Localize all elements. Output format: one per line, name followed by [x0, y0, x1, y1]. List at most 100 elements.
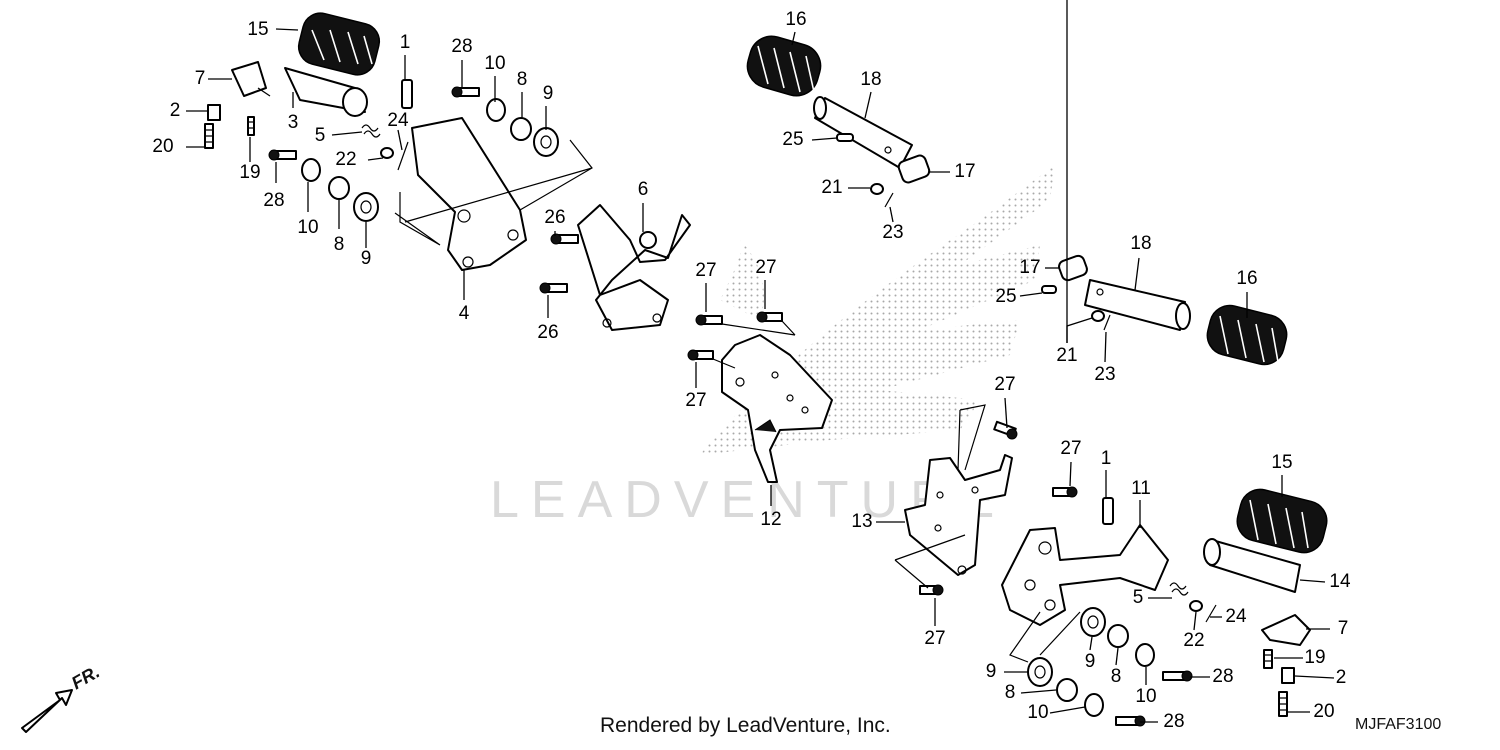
- callout-8: 8: [517, 69, 528, 90]
- callout-2: 2: [1336, 667, 1347, 688]
- bolt-27c: [687, 349, 714, 361]
- left-cap-10b: [301, 158, 321, 182]
- washer-8d: [1056, 678, 1078, 702]
- callout-9: 9: [361, 248, 372, 269]
- callout-10: 10: [1027, 702, 1048, 723]
- bolt-26a: [550, 233, 579, 245]
- pin-23b: [1103, 314, 1111, 331]
- callout-5: 5: [315, 125, 326, 146]
- leader-lines: [186, 0, 1335, 723]
- left-washer-8a: [510, 117, 532, 141]
- callout-22: 22: [1183, 630, 1204, 651]
- callout-11: 11: [1131, 478, 1151, 499]
- left-bolt-28b: [268, 149, 297, 161]
- callout-labels: 15 1 28 10 8 9 7 2 3 20 5 24 22 19 28 10…: [152, 9, 1351, 732]
- bracket-6: [577, 204, 691, 331]
- callout-27: 27: [685, 390, 706, 411]
- collar-2b: [1281, 667, 1295, 684]
- render-credit: Rendered by LeadVenture, Inc.: [600, 714, 891, 737]
- callout-2: 2: [170, 100, 181, 121]
- pin-1b: [1102, 497, 1114, 525]
- pin-25a: [836, 133, 854, 142]
- left-bolt-19: [247, 116, 255, 136]
- footpeg-rubber-16a: [746, 35, 822, 97]
- washer-8c: [1107, 624, 1129, 648]
- bushing-9d: [1027, 657, 1053, 687]
- pin-24b: [1205, 604, 1217, 623]
- bolt-20b: [1278, 691, 1288, 717]
- callout-16: 16: [1236, 268, 1257, 289]
- callout-24: 24: [1225, 606, 1247, 627]
- callout-8: 8: [1111, 666, 1122, 687]
- left-footpeg: [284, 67, 368, 117]
- callout-21: 21: [821, 177, 842, 198]
- bracket-12: [721, 334, 833, 483]
- footpeg-rubber-16b: [1206, 304, 1288, 366]
- pin-23a: [884, 192, 894, 208]
- left-pin-24: [397, 141, 409, 171]
- bolt-28d: [1115, 715, 1146, 727]
- bolt-19b: [1263, 649, 1273, 669]
- callout-7: 7: [195, 68, 206, 89]
- left-bolt-20: [204, 123, 214, 149]
- footpeg-18b: [1084, 279, 1191, 331]
- lower-assembly-lines: [1009, 611, 1081, 663]
- callout-10: 10: [484, 53, 505, 74]
- callout-3: 3: [288, 112, 299, 133]
- spring-5b: [1169, 582, 1189, 596]
- left-step-holder-4: [411, 117, 527, 271]
- bushing-9c: [1080, 607, 1106, 637]
- callout-28: 28: [1212, 666, 1233, 687]
- left-footpeg-plate: [231, 61, 271, 97]
- callout-27: 27: [994, 374, 1015, 395]
- callout-9: 9: [1085, 651, 1096, 672]
- callout-28: 28: [1163, 711, 1184, 732]
- washer-21b: [1091, 310, 1105, 322]
- pin-25b: [1041, 285, 1057, 294]
- callout-22: 22: [335, 149, 356, 170]
- callout-24: 24: [387, 110, 409, 131]
- callout-10: 10: [1135, 686, 1156, 707]
- bolt-27e: [1052, 486, 1078, 498]
- footpeg-rubber-15b: [1236, 488, 1328, 554]
- callout-8: 8: [334, 234, 345, 255]
- washer-21a: [870, 183, 884, 195]
- callout-6: 6: [638, 179, 649, 200]
- callout-23: 23: [1094, 364, 1115, 385]
- callout-1: 1: [1101, 448, 1112, 469]
- callout-26: 26: [537, 322, 558, 343]
- callout-27: 27: [1060, 438, 1081, 459]
- bolt-27d: [993, 420, 1018, 440]
- callout-14: 14: [1329, 571, 1351, 592]
- left-footpeg-rubber: [297, 12, 381, 76]
- left-cap-10a: [486, 98, 506, 122]
- diagram-code: MJFAF3100: [1355, 716, 1442, 733]
- callout-17: 17: [954, 161, 975, 182]
- washer-22b: [1189, 600, 1203, 612]
- callout-4: 4: [459, 303, 470, 324]
- callout-28: 28: [451, 36, 472, 57]
- callout-13: 13: [851, 511, 872, 532]
- left-collar-2: [207, 104, 221, 121]
- bolt-27a: [695, 314, 723, 326]
- callout-17: 17: [1019, 257, 1040, 278]
- callout-10: 10: [297, 217, 318, 238]
- callout-20: 20: [1313, 701, 1334, 722]
- left-bushing-9a: [533, 127, 559, 157]
- front-direction-arrow: [21, 689, 73, 733]
- callout-9: 9: [986, 661, 997, 682]
- bolt-26b: [539, 282, 568, 294]
- left-spring-5: [361, 124, 381, 138]
- left-bolt-28a: [451, 86, 480, 98]
- callout-25: 25: [995, 286, 1016, 307]
- callout-18: 18: [1130, 233, 1151, 254]
- callout-19: 19: [1304, 647, 1325, 668]
- cap-10d: [1084, 693, 1104, 717]
- callout-26: 26: [544, 207, 565, 228]
- callout-8: 8: [1005, 682, 1016, 703]
- plate-7b: [1261, 614, 1311, 646]
- callout-18: 18: [860, 69, 881, 90]
- left-bushing-9b: [353, 192, 379, 222]
- step-holder-11: [1001, 524, 1169, 626]
- bolt-27b: [756, 311, 783, 323]
